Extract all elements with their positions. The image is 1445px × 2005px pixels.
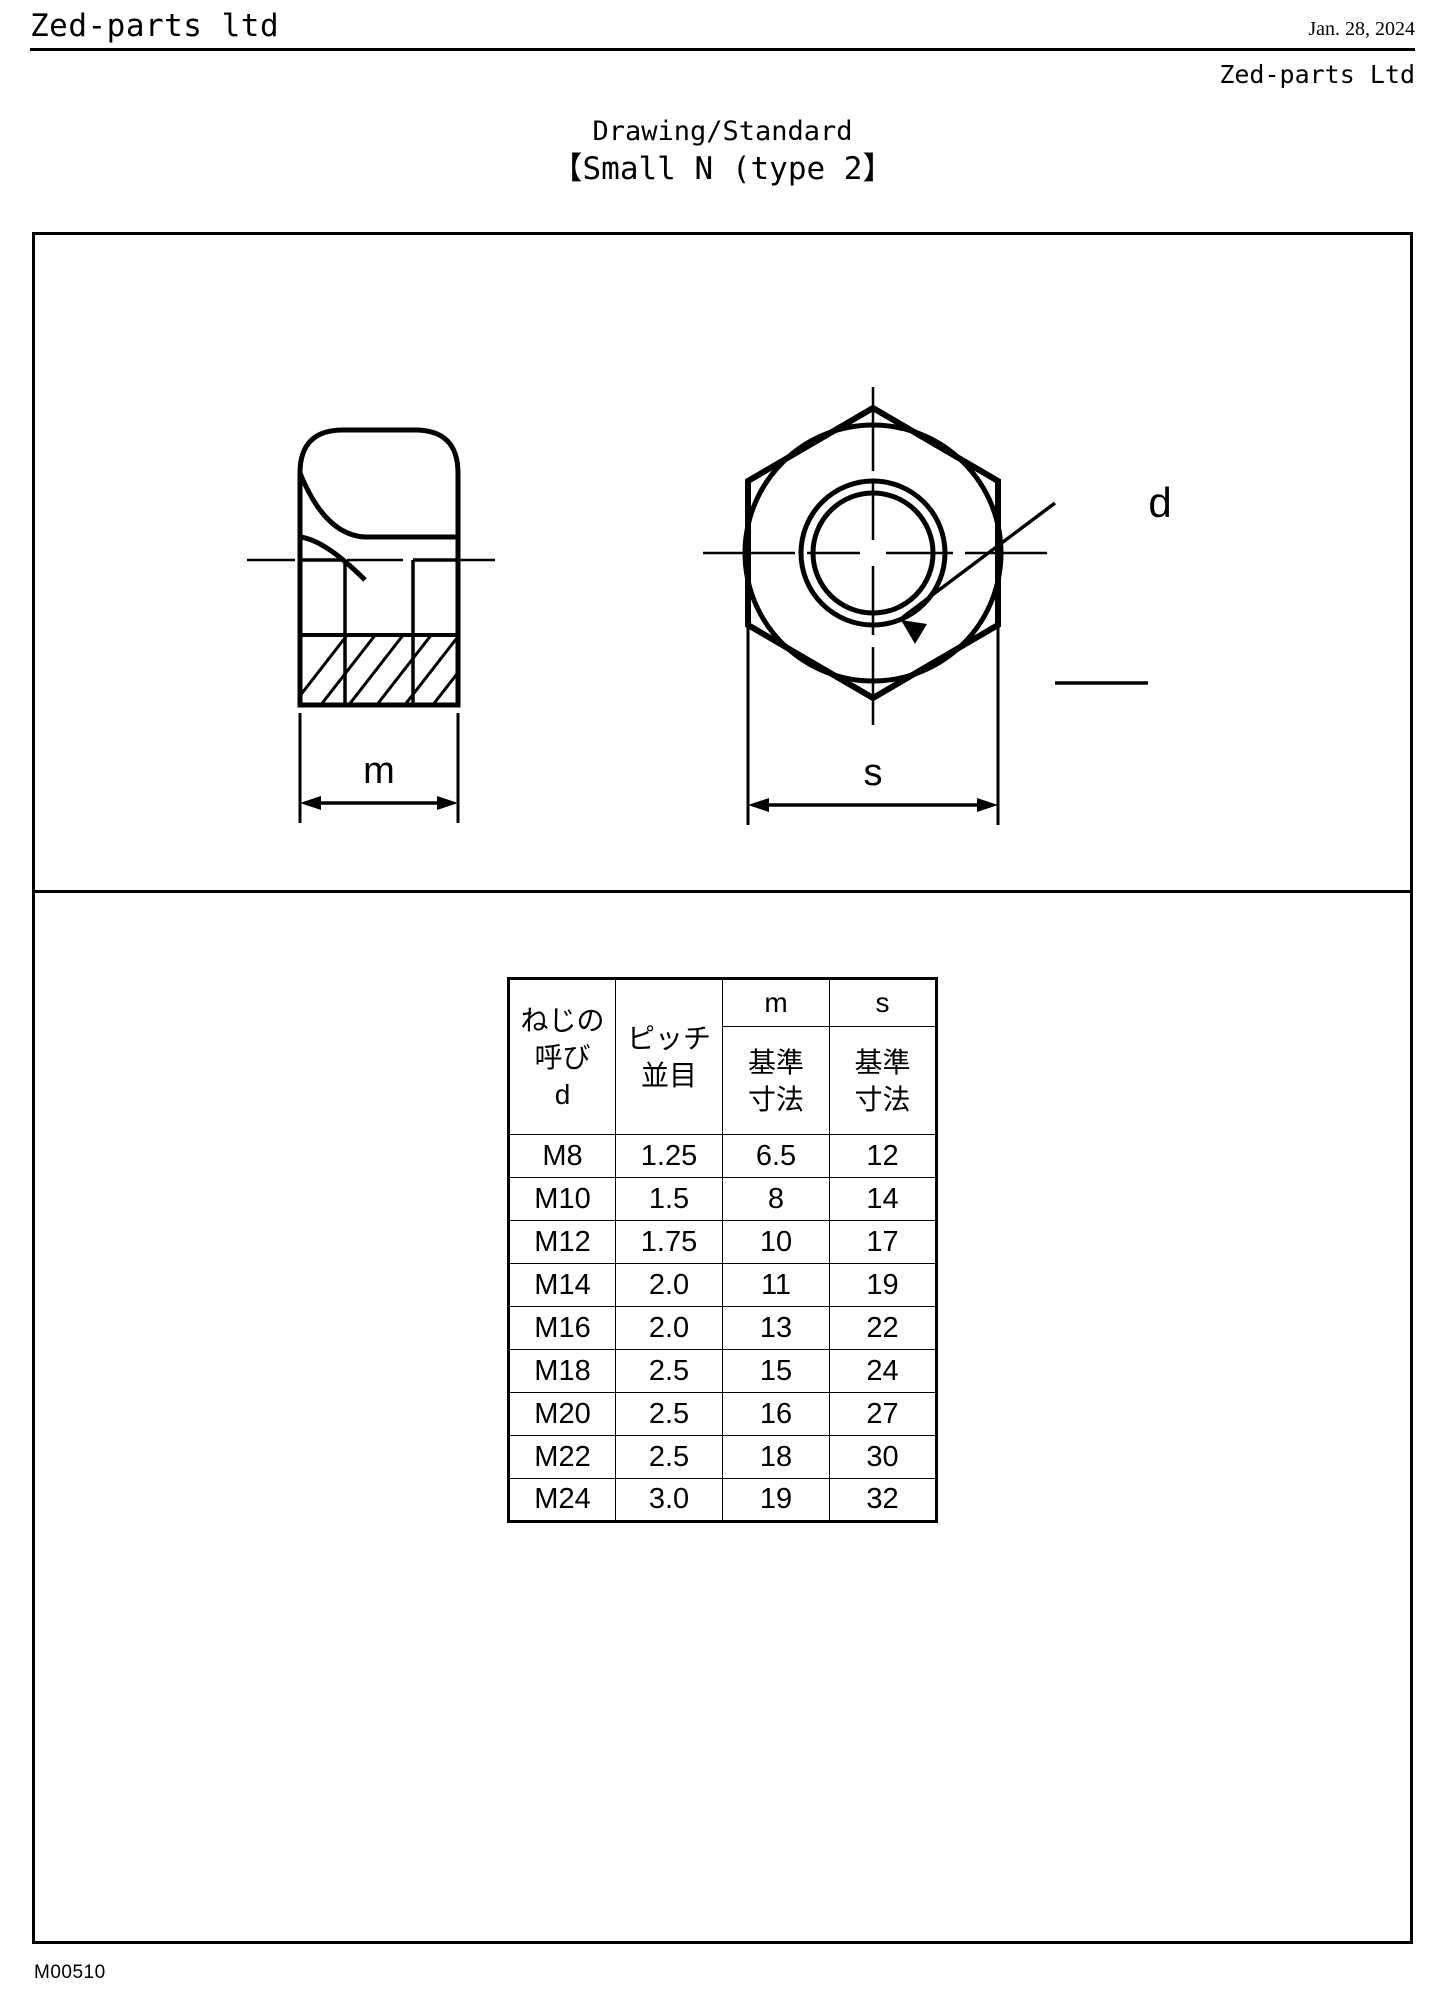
chamfer-arc-lower xyxy=(299,534,367,582)
cell-dimension-m: 15 xyxy=(722,1349,830,1393)
company-name-heading: Zed-parts ltd xyxy=(30,8,280,44)
d-leader-diagonal xyxy=(901,501,1057,619)
cell-dimension-s: 30 xyxy=(829,1435,937,1479)
column-header-thread-designation: ねじの 呼び d xyxy=(508,978,616,1135)
cell-thread-designation: M10 xyxy=(508,1177,616,1221)
cell-pitch: 1.75 xyxy=(615,1220,723,1264)
s-arrow-right xyxy=(977,798,998,812)
cell-dimension-m: 11 xyxy=(722,1263,830,1307)
cell-dimension-m: 18 xyxy=(722,1435,830,1479)
cell-dimension-m: 6.5 xyxy=(722,1134,830,1178)
cell-pitch: 2.5 xyxy=(615,1435,723,1479)
page-subtitle: 【Small N (type 2】 xyxy=(551,151,894,187)
nut-body-outline xyxy=(297,427,461,708)
header-line-kijun-m: 基準 xyxy=(747,1045,804,1079)
cell-thread-designation: M18 xyxy=(508,1349,616,1393)
cell-thread-designation: M22 xyxy=(508,1435,616,1479)
dimension-label-s: s xyxy=(864,752,883,794)
column-header-pitch: ピッチ 並目 xyxy=(615,978,723,1135)
header-line-sunpo-s: 寸法 xyxy=(854,1082,911,1116)
column-header-symbol-s: s xyxy=(829,978,937,1027)
document-code: M00510 xyxy=(34,1962,106,1983)
nut-top-view xyxy=(703,387,1148,825)
frame-section-divider xyxy=(35,890,1410,893)
cell-dimension-s: 14 xyxy=(829,1177,937,1221)
dimension-label-m: m xyxy=(363,750,395,792)
table-header-row-1: ねじの 呼び d ピッチ 並目 m s xyxy=(508,978,937,1135)
chamfer-arc-upper xyxy=(297,472,458,540)
cell-thread-designation: M8 xyxy=(508,1134,616,1178)
cell-thread-designation: M24 xyxy=(508,1478,616,1522)
m-arrow-right xyxy=(437,796,458,810)
cell-thread-designation: M20 xyxy=(508,1392,616,1436)
cell-dimension-m: 10 xyxy=(722,1220,830,1264)
document-title-block: Drawing/Standard 【Small N (type 2】 xyxy=(0,115,1445,189)
nut-dimension-table: ねじの 呼び d ピッチ 並目 m s 基準 寸法 xyxy=(507,977,938,1523)
company-name-subheading: Zed-parts Ltd xyxy=(1219,60,1415,89)
cell-dimension-s: 22 xyxy=(829,1306,937,1350)
cell-dimension-s: 27 xyxy=(829,1392,937,1436)
cell-dimension-s: 12 xyxy=(829,1134,937,1178)
drawing-frame-border: m xyxy=(32,232,1413,1944)
header-line-kijun-s: 基準 xyxy=(854,1045,911,1079)
cell-thread-designation: M12 xyxy=(508,1220,616,1264)
header-line-neji: ねじの xyxy=(520,1003,605,1037)
cell-pitch: 2.5 xyxy=(615,1349,723,1393)
cell-pitch: 3.0 xyxy=(615,1478,723,1522)
header-line-namime: 並目 xyxy=(640,1059,697,1092)
cell-pitch: 2.0 xyxy=(615,1263,723,1307)
cell-dimension-s: 17 xyxy=(829,1220,937,1264)
d-leader-arrowhead xyxy=(901,620,927,644)
document-header: Zed-parts ltd Jan. 28, 2024 xyxy=(30,8,1415,56)
cell-dimension-s: 24 xyxy=(829,1349,937,1393)
column-header-basic-dim-m: 基準 寸法 xyxy=(722,1026,830,1135)
document-date: Jan. 28, 2024 xyxy=(1308,18,1415,40)
m-arrow-left xyxy=(300,796,321,810)
section-hatching xyxy=(302,633,456,703)
header-line-pitch: ピッチ xyxy=(626,1022,711,1055)
cell-pitch: 1.25 xyxy=(615,1134,723,1178)
cell-dimension-s: 32 xyxy=(829,1478,937,1522)
nut-technical-drawing: m xyxy=(247,387,1172,825)
cell-pitch: 1.5 xyxy=(615,1177,723,1221)
s-arrow-left xyxy=(748,798,769,812)
cell-thread-designation: M14 xyxy=(508,1263,616,1307)
cell-pitch: 2.0 xyxy=(615,1306,723,1350)
cell-thread-designation: M16 xyxy=(508,1306,616,1350)
spec-table-container: ねじの 呼び d ピッチ 並目 m s 基準 寸法 xyxy=(35,890,1410,1940)
column-header-symbol-m: m xyxy=(722,978,830,1027)
cell-dimension-s: 19 xyxy=(829,1263,937,1307)
cell-dimension-m: 13 xyxy=(722,1306,830,1350)
cell-dimension-m: 8 xyxy=(722,1177,830,1221)
page-title: Drawing/Standard xyxy=(592,116,853,147)
table-header: ねじの 呼び d ピッチ 並目 m s 基準 寸法 xyxy=(508,978,937,1135)
header-line-yobi: 呼び xyxy=(534,1040,591,1074)
header-line-d: d xyxy=(554,1078,571,1110)
column-header-basic-dim-s: 基準 寸法 xyxy=(829,1026,937,1135)
dimension-label-d: d xyxy=(1148,479,1171,526)
cell-dimension-m: 19 xyxy=(722,1478,830,1522)
header-line-sunpo-m: 寸法 xyxy=(747,1082,804,1116)
nut-side-view xyxy=(247,427,495,823)
cell-dimension-m: 16 xyxy=(722,1392,830,1436)
header-divider-rule xyxy=(30,48,1415,51)
cell-pitch: 2.5 xyxy=(615,1392,723,1436)
